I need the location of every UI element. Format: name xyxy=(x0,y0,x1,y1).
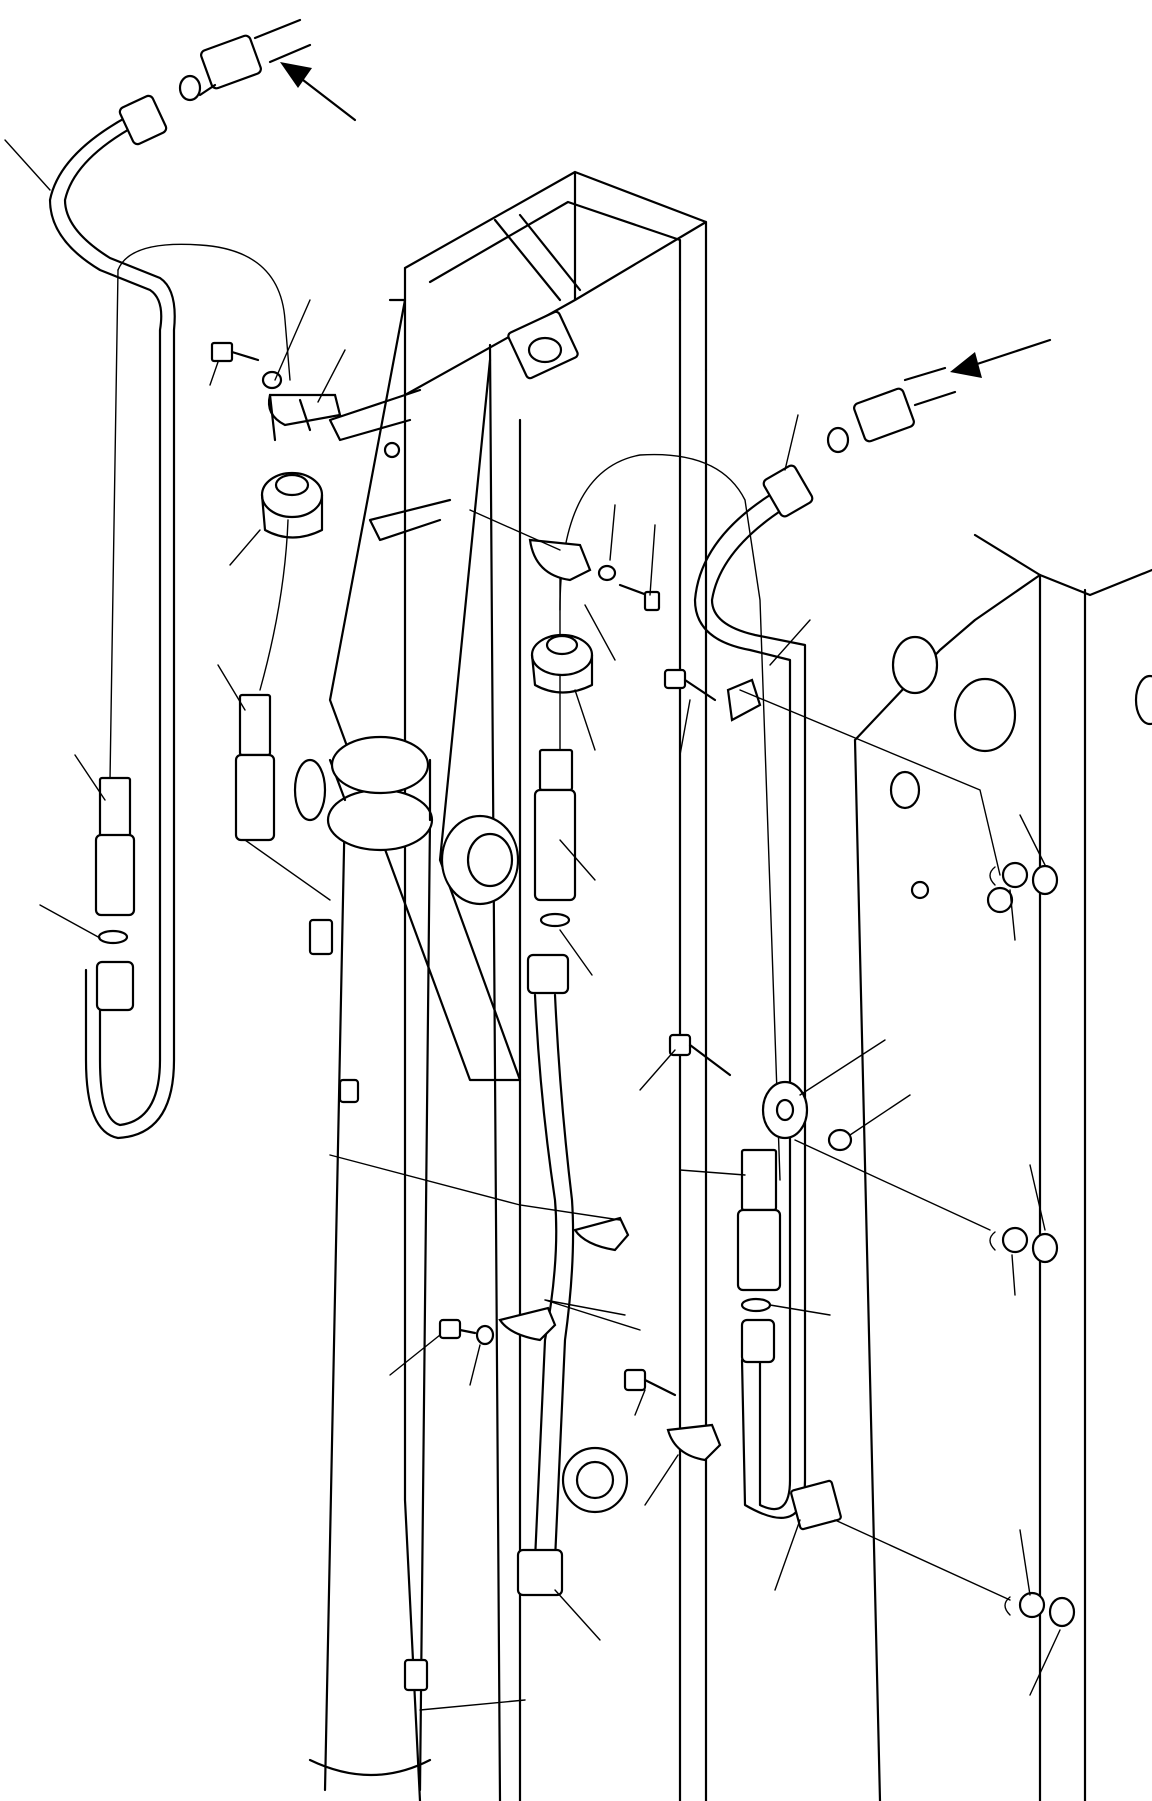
arm-structure xyxy=(293,170,708,1801)
center-hose-assembly xyxy=(438,453,781,1597)
flow-arrow-right xyxy=(950,338,1052,378)
assembly-guide-lines xyxy=(244,509,1011,1711)
right-mount-plate xyxy=(853,533,1152,1801)
left-hose-assembly xyxy=(48,18,342,1140)
right-hose-assembly xyxy=(623,366,1076,1628)
callout-leaders xyxy=(4,139,1061,1696)
flow-arrow-top-left xyxy=(280,62,357,122)
